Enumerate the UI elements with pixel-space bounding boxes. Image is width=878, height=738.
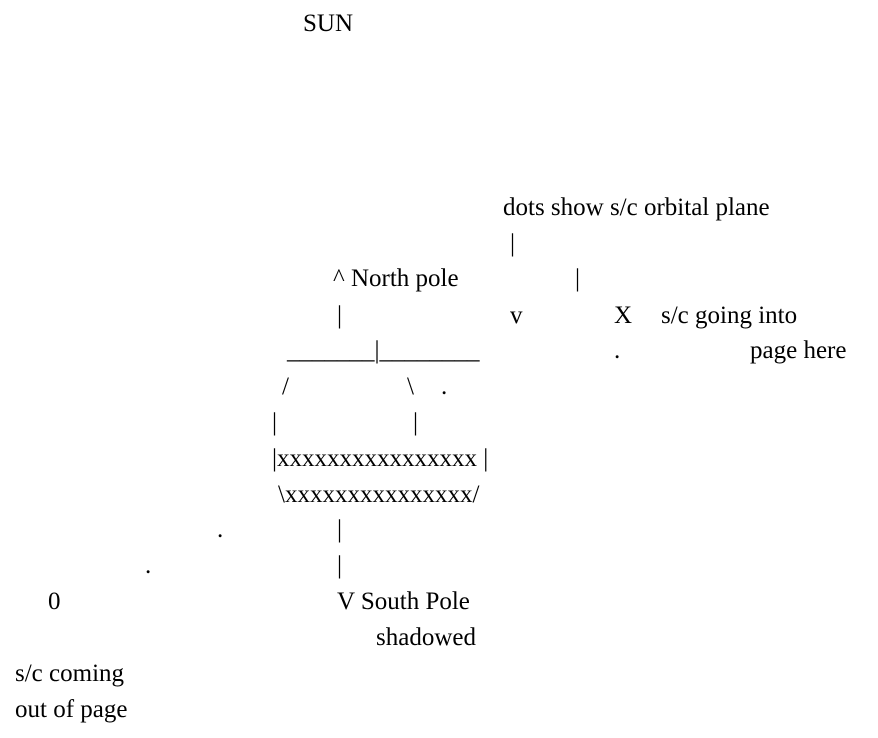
pointer-line-1: |: [510, 230, 516, 257]
south-axis-line: |: [337, 516, 343, 543]
orbit-dot: .: [614, 337, 621, 364]
orbital-plane-note: dots show s/c orbital plane: [503, 194, 770, 221]
pointer-arrow: v: [510, 302, 523, 329]
planet-top-edge: _______|________: [287, 337, 480, 364]
sc-coming-out-label-1: s/c coming: [15, 660, 125, 687]
pointer-line-2: |: [575, 265, 581, 292]
north-pole-label: ^ North pole: [333, 265, 459, 292]
shadowed-label: shadowed: [376, 624, 476, 651]
north-axis-line: |: [337, 302, 343, 329]
south-axis-line: |: [337, 552, 343, 579]
sun-label: SUN: [303, 10, 354, 37]
sc-coming-out-label-2: out of page: [15, 696, 128, 723]
orbit-dot: .: [441, 373, 448, 400]
shadow-row-2: \xxxxxxxxxxxxxxx/: [278, 481, 480, 508]
south-pole-label: V South Pole: [337, 588, 470, 615]
sc-out-of-page-marker: 0: [48, 588, 61, 615]
planet-left-side: |: [272, 409, 278, 436]
shadow-row-1: |xxxxxxxxxxxxxxxx |: [272, 445, 489, 472]
planet-right-side: |: [413, 409, 419, 436]
sc-into-page-marker: X: [614, 302, 633, 329]
sc-going-into-label-2: page here: [750, 337, 847, 364]
orbit-dot: .: [145, 552, 152, 579]
orbit-dot: .: [217, 516, 224, 543]
planet-left-shoulder: /: [282, 373, 289, 400]
planet-right-shoulder: \: [407, 373, 414, 400]
sc-going-into-label: s/c going into: [661, 302, 798, 329]
